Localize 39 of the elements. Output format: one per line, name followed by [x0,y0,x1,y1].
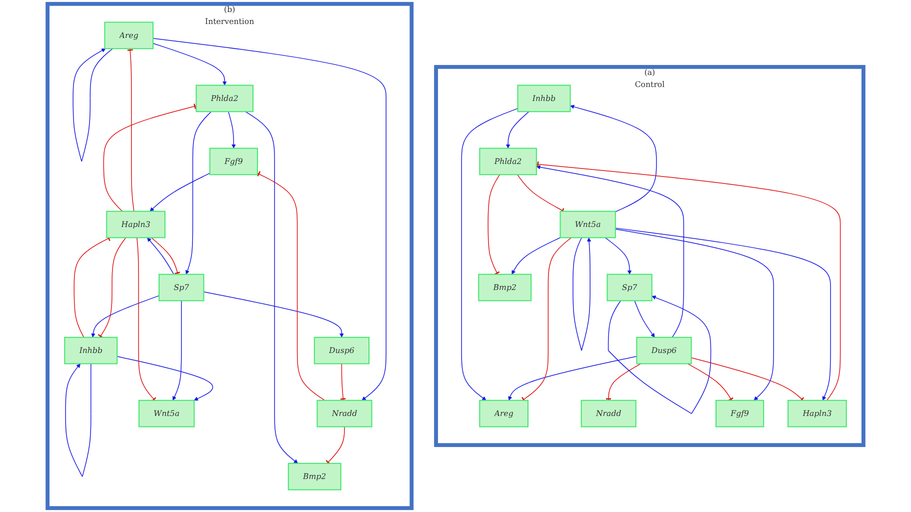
connector [150,237,181,275]
connector [521,237,572,402]
arrow [634,300,655,338]
connector [136,237,156,402]
arrow [570,104,657,212]
arrow [615,228,774,401]
connector [98,237,126,338]
arrow [506,111,530,148]
arrow [150,172,210,212]
arrow [228,111,236,148]
arrow [172,300,182,401]
connector [340,363,346,401]
arrow [152,43,227,86]
connector [126,48,134,212]
arrow [147,237,174,275]
arrow [203,292,344,338]
arrow [615,228,831,401]
connector [325,426,345,465]
connector [488,174,500,275]
arrow [608,296,712,414]
connector [690,357,804,402]
arrow [572,237,592,351]
arrow [536,165,684,338]
arrow [72,48,114,162]
arrow [245,111,298,464]
arrow [116,356,214,401]
connector [687,363,734,402]
connector [257,170,326,401]
arrow [91,295,160,338]
connector [536,160,841,401]
arrow [461,108,518,401]
arrow [512,237,561,275]
connector [605,363,642,401]
arrow [508,356,638,401]
arrow [65,363,92,477]
connector [103,103,197,212]
arrow [604,237,632,275]
arrow [152,38,386,401]
arrow [185,111,212,275]
